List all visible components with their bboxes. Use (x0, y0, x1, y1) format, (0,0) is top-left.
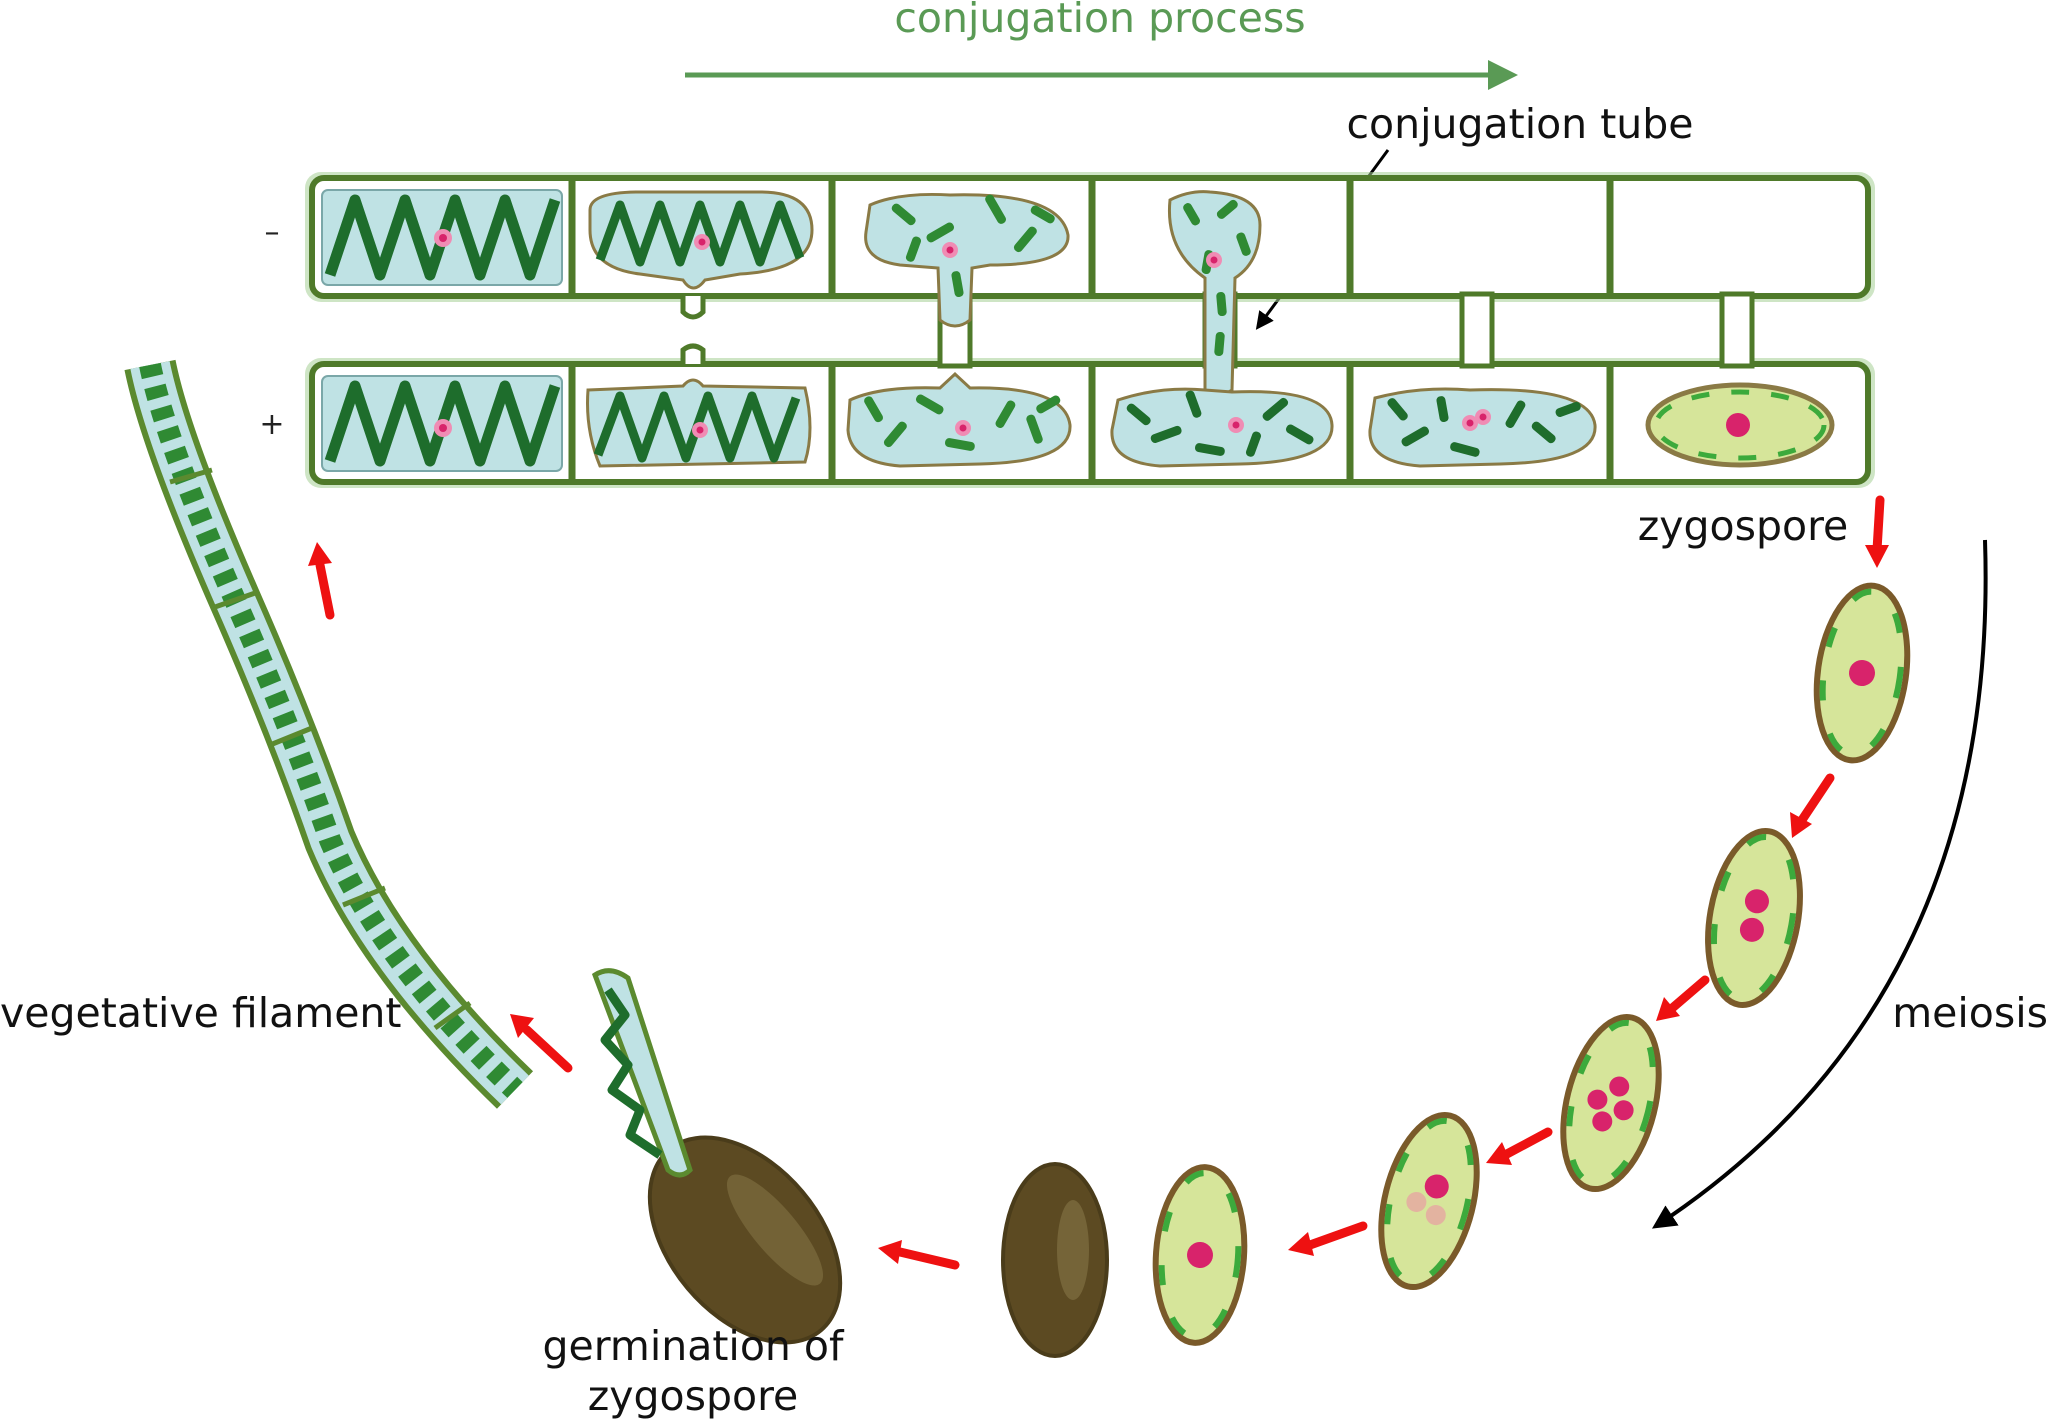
minus-cell-3 (864, 192, 1070, 328)
red-arrow-3 (1656, 975, 1710, 1021)
minus-cell-4 (1167, 190, 1262, 397)
minus-cell-1 (321, 189, 563, 286)
red-arrow-5 (1288, 1221, 1368, 1256)
germination-label-line1: germination of (543, 1322, 845, 1370)
meiosis-label: meiosis (1892, 989, 2048, 1037)
vegetative-filament-label: vegetative filament (0, 989, 402, 1037)
conjugation-process-label: conjugation process (894, 0, 1305, 42)
zygospore-stage-1 (1813, 582, 1911, 764)
minus-strain-label: – (265, 215, 280, 250)
zygospore-stage-4 (1378, 1111, 1480, 1291)
plus-cell-5-fusion (1368, 387, 1597, 468)
plus-cell-4 (1110, 387, 1334, 468)
red-arrow-1 (1865, 495, 1889, 568)
plus-cell-3 (846, 371, 1072, 468)
red-arrow-8 (308, 542, 335, 620)
red-arrow-7 (510, 1014, 573, 1073)
germinating-zygospore (591, 968, 843, 1345)
germination-label-line2: zygospore (588, 1372, 799, 1420)
zygospore-label: zygospore (1638, 502, 1849, 550)
red-arrow-4 (1486, 1127, 1553, 1165)
zygospore-stage-5 (1152, 1164, 1248, 1346)
dormant-zygospore (1001, 1162, 1109, 1358)
plus-cell-1 (321, 375, 563, 472)
plus-strain-label: + (259, 407, 284, 442)
red-arrow-2 (1790, 773, 1835, 838)
minus-cell-2 (588, 190, 814, 290)
zygospore-stage-3 (1560, 1013, 1662, 1193)
conjugation-tube-label: conjugation tube (1346, 100, 1693, 148)
plus-cell-2 (586, 378, 812, 468)
vegetative-filament (124, 359, 534, 1109)
zygospore-stage-2 (1705, 828, 1803, 1008)
meiosis-arrow (1651, 539, 1988, 1229)
plus-cell-6-zygospore (1645, 382, 1835, 468)
red-arrow-6 (878, 1240, 960, 1270)
red-cycle-arrows (308, 495, 1889, 1270)
